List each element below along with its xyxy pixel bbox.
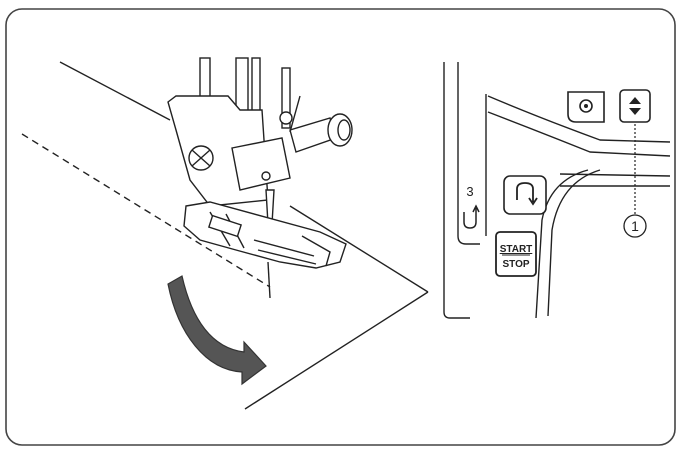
start-stop-label-2: STOP	[502, 259, 529, 270]
callout-number: 1	[631, 218, 639, 234]
illustration-frame	[5, 8, 676, 446]
needle-stop-button[interactable]	[619, 89, 651, 123]
reverse-arrow-icon	[463, 204, 480, 229]
presser-foot	[167, 57, 353, 299]
callout-label: 1	[623, 214, 647, 238]
fabric-and-foot	[21, 61, 429, 410]
fabric-edge-top	[59, 61, 171, 121]
reverse-symbol: 3	[463, 184, 480, 229]
curved-arrow-icon	[167, 275, 267, 386]
start-stop-label-1: START	[500, 244, 533, 255]
control-panel	[443, 62, 671, 319]
fabric-edge-right	[289, 205, 429, 293]
start-stop-button[interactable]: START STOP	[495, 231, 537, 277]
needle-up-down-icon	[629, 97, 641, 115]
reverse-stitch-icon	[516, 182, 538, 206]
stitch-line	[21, 133, 271, 288]
fabric-edge-bottom	[244, 291, 429, 410]
reverse-symbol-number: 3	[466, 184, 473, 199]
lock-button[interactable]	[567, 91, 605, 123]
circle-dot-icon	[579, 99, 593, 113]
reverse-button[interactable]	[503, 175, 547, 215]
